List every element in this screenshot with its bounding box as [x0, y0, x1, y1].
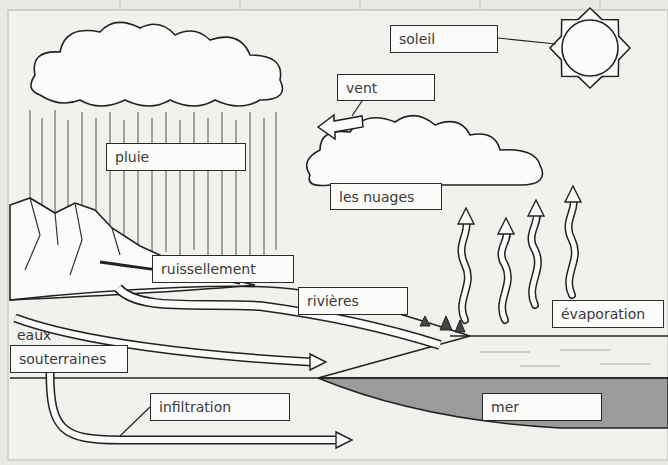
evaporation-arrow [501, 232, 507, 320]
label-text: eaux [17, 327, 51, 343]
label-text: ruissellement [161, 261, 256, 277]
arrow-head [565, 186, 581, 202]
rain-cloud [31, 22, 283, 106]
label-text: souterraines [19, 351, 106, 367]
sun-disc [562, 20, 618, 76]
river [118, 288, 440, 345]
label-text: mer [491, 399, 519, 415]
arrow-head [528, 200, 544, 216]
label-box: évaporation [552, 300, 664, 328]
evaporation-arrow [461, 222, 467, 320]
evaporation-arrow [568, 200, 574, 295]
leader-line [352, 101, 362, 116]
evaporation-arrow [461, 222, 467, 320]
trees [420, 316, 465, 332]
sea-bed [318, 378, 668, 428]
grid-paper-edge [8, 0, 668, 10]
label-text: rivières [307, 293, 359, 309]
mountain [10, 198, 255, 300]
evaporation-arrow [531, 214, 537, 305]
water-ripples [480, 350, 650, 366]
label-text: les nuages [339, 189, 414, 205]
label-box: rivières [298, 287, 408, 315]
infiltration-arrow [50, 372, 338, 440]
label-box: les nuages [330, 183, 442, 210]
label-box: mer [482, 393, 602, 421]
label-text: évaporation [561, 306, 645, 322]
label-box: pluie [106, 143, 246, 171]
arrow-heads [458, 186, 581, 234]
label-box: infiltration [150, 393, 290, 421]
arrow-head [498, 218, 514, 234]
label-text: vent [346, 80, 377, 96]
sea-surface [450, 335, 668, 337]
label-text: pluie [115, 149, 149, 165]
infiltration-arrow [50, 372, 338, 440]
underground-line [10, 377, 668, 379]
arrow-head [458, 208, 474, 224]
sun-rays [550, 8, 630, 88]
evaporation-arrow [531, 214, 537, 305]
label-box: eauxsouterraines [10, 345, 128, 373]
label-text: infiltration [159, 399, 231, 415]
leader-line [120, 407, 150, 436]
wind-arrow [318, 115, 363, 139]
arrow-head [336, 432, 352, 448]
evaporation-arrow [568, 200, 574, 295]
evaporation-arrow [501, 232, 507, 320]
label-box: soleil [390, 25, 498, 53]
arrow-head [310, 354, 326, 370]
label-text: soleil [399, 31, 435, 47]
label-box: ruissellement [152, 255, 294, 283]
leader-line [498, 38, 556, 44]
label-box: vent [337, 74, 435, 101]
river [118, 288, 440, 345]
coast-line [318, 336, 470, 378]
cloud [307, 116, 543, 186]
paper-sheet [8, 10, 668, 460]
